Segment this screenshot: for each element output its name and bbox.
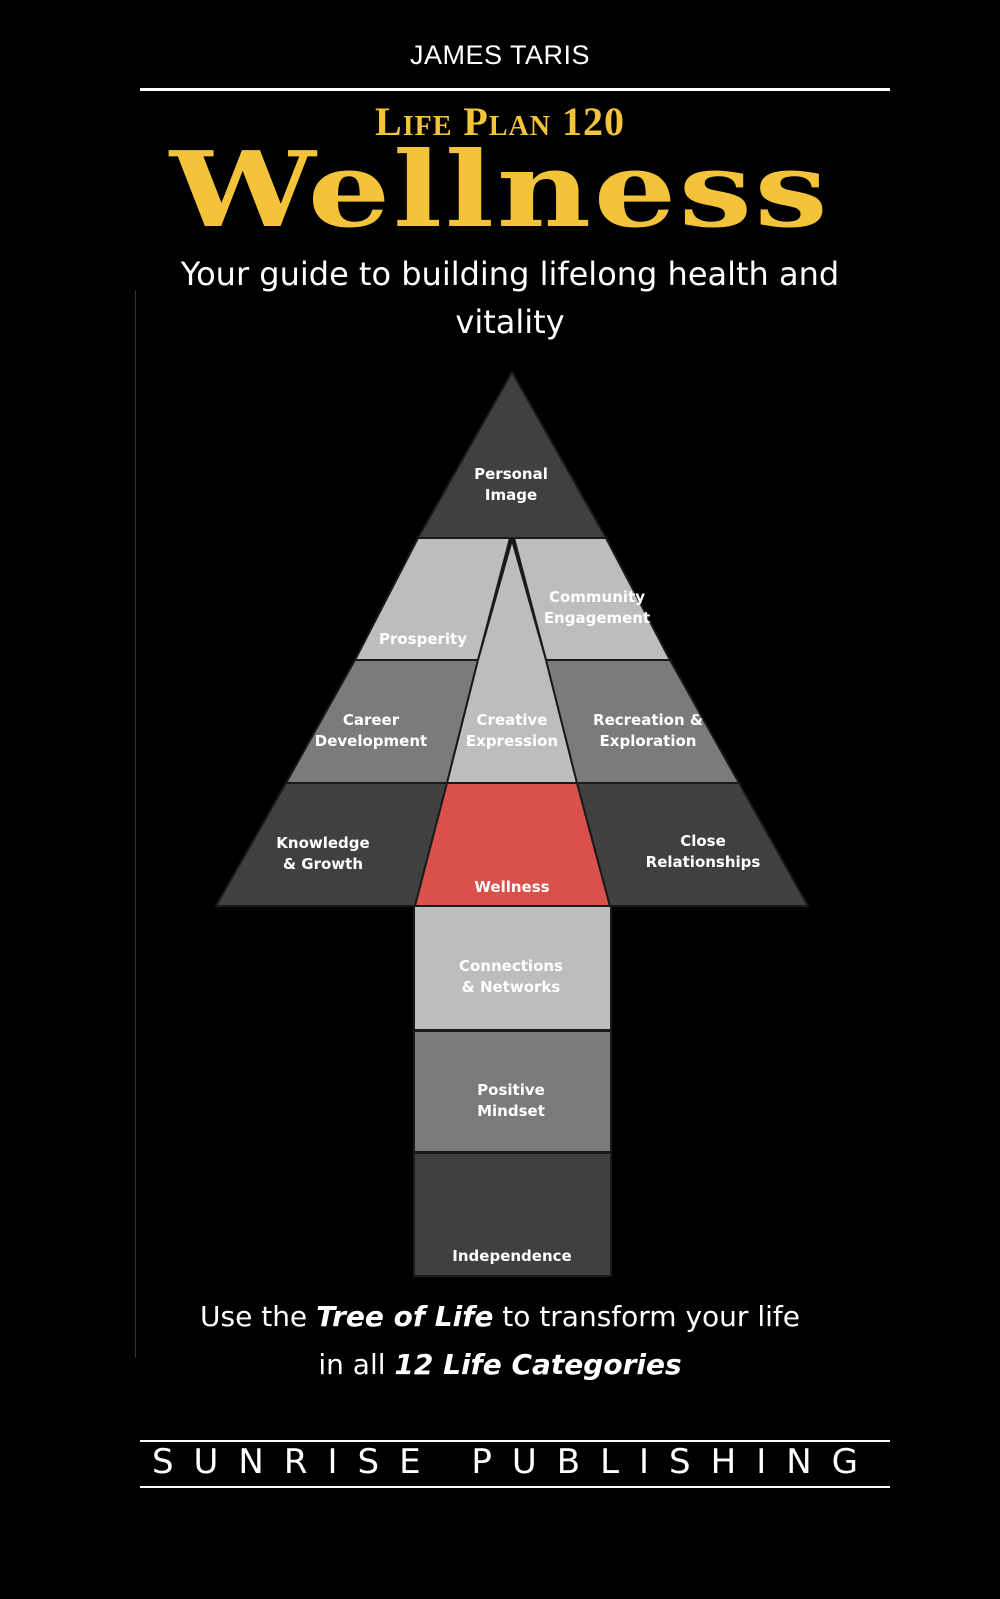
book-subtitle: Your guide to building lifelong health a… — [180, 255, 840, 341]
segment-personal-image — [416, 369, 608, 539]
segment-close-relationships — [575, 782, 810, 907]
label-knowledge-growth: Knowledge& Growth — [276, 834, 369, 873]
tagline-line-2: in all 12 Life Categories — [318, 1348, 682, 1381]
label-connections-networks: Connections& Networks — [459, 957, 563, 996]
tagline-line-1: Use the Tree of Life to transform your l… — [200, 1300, 800, 1333]
author-name: JAMES TARIS — [409, 40, 591, 70]
series-title: Life Plan 120 — [375, 99, 625, 144]
book-title: Wellness — [169, 128, 831, 251]
label-recreation-exploration: Recreation &Exploration — [593, 711, 703, 750]
segment-independence — [413, 1152, 612, 1277]
publisher-rule-bottom — [140, 1486, 890, 1488]
publisher-name: SUNRISE PUBLISHING — [151, 1442, 879, 1482]
publisher-rule-top — [140, 1440, 890, 1442]
label-wellness: Wellness — [474, 878, 549, 896]
label-prosperity: Prosperity — [379, 630, 467, 648]
label-independence: Independence — [452, 1247, 571, 1265]
top-rule — [140, 88, 890, 91]
left-border-line — [135, 290, 136, 1358]
